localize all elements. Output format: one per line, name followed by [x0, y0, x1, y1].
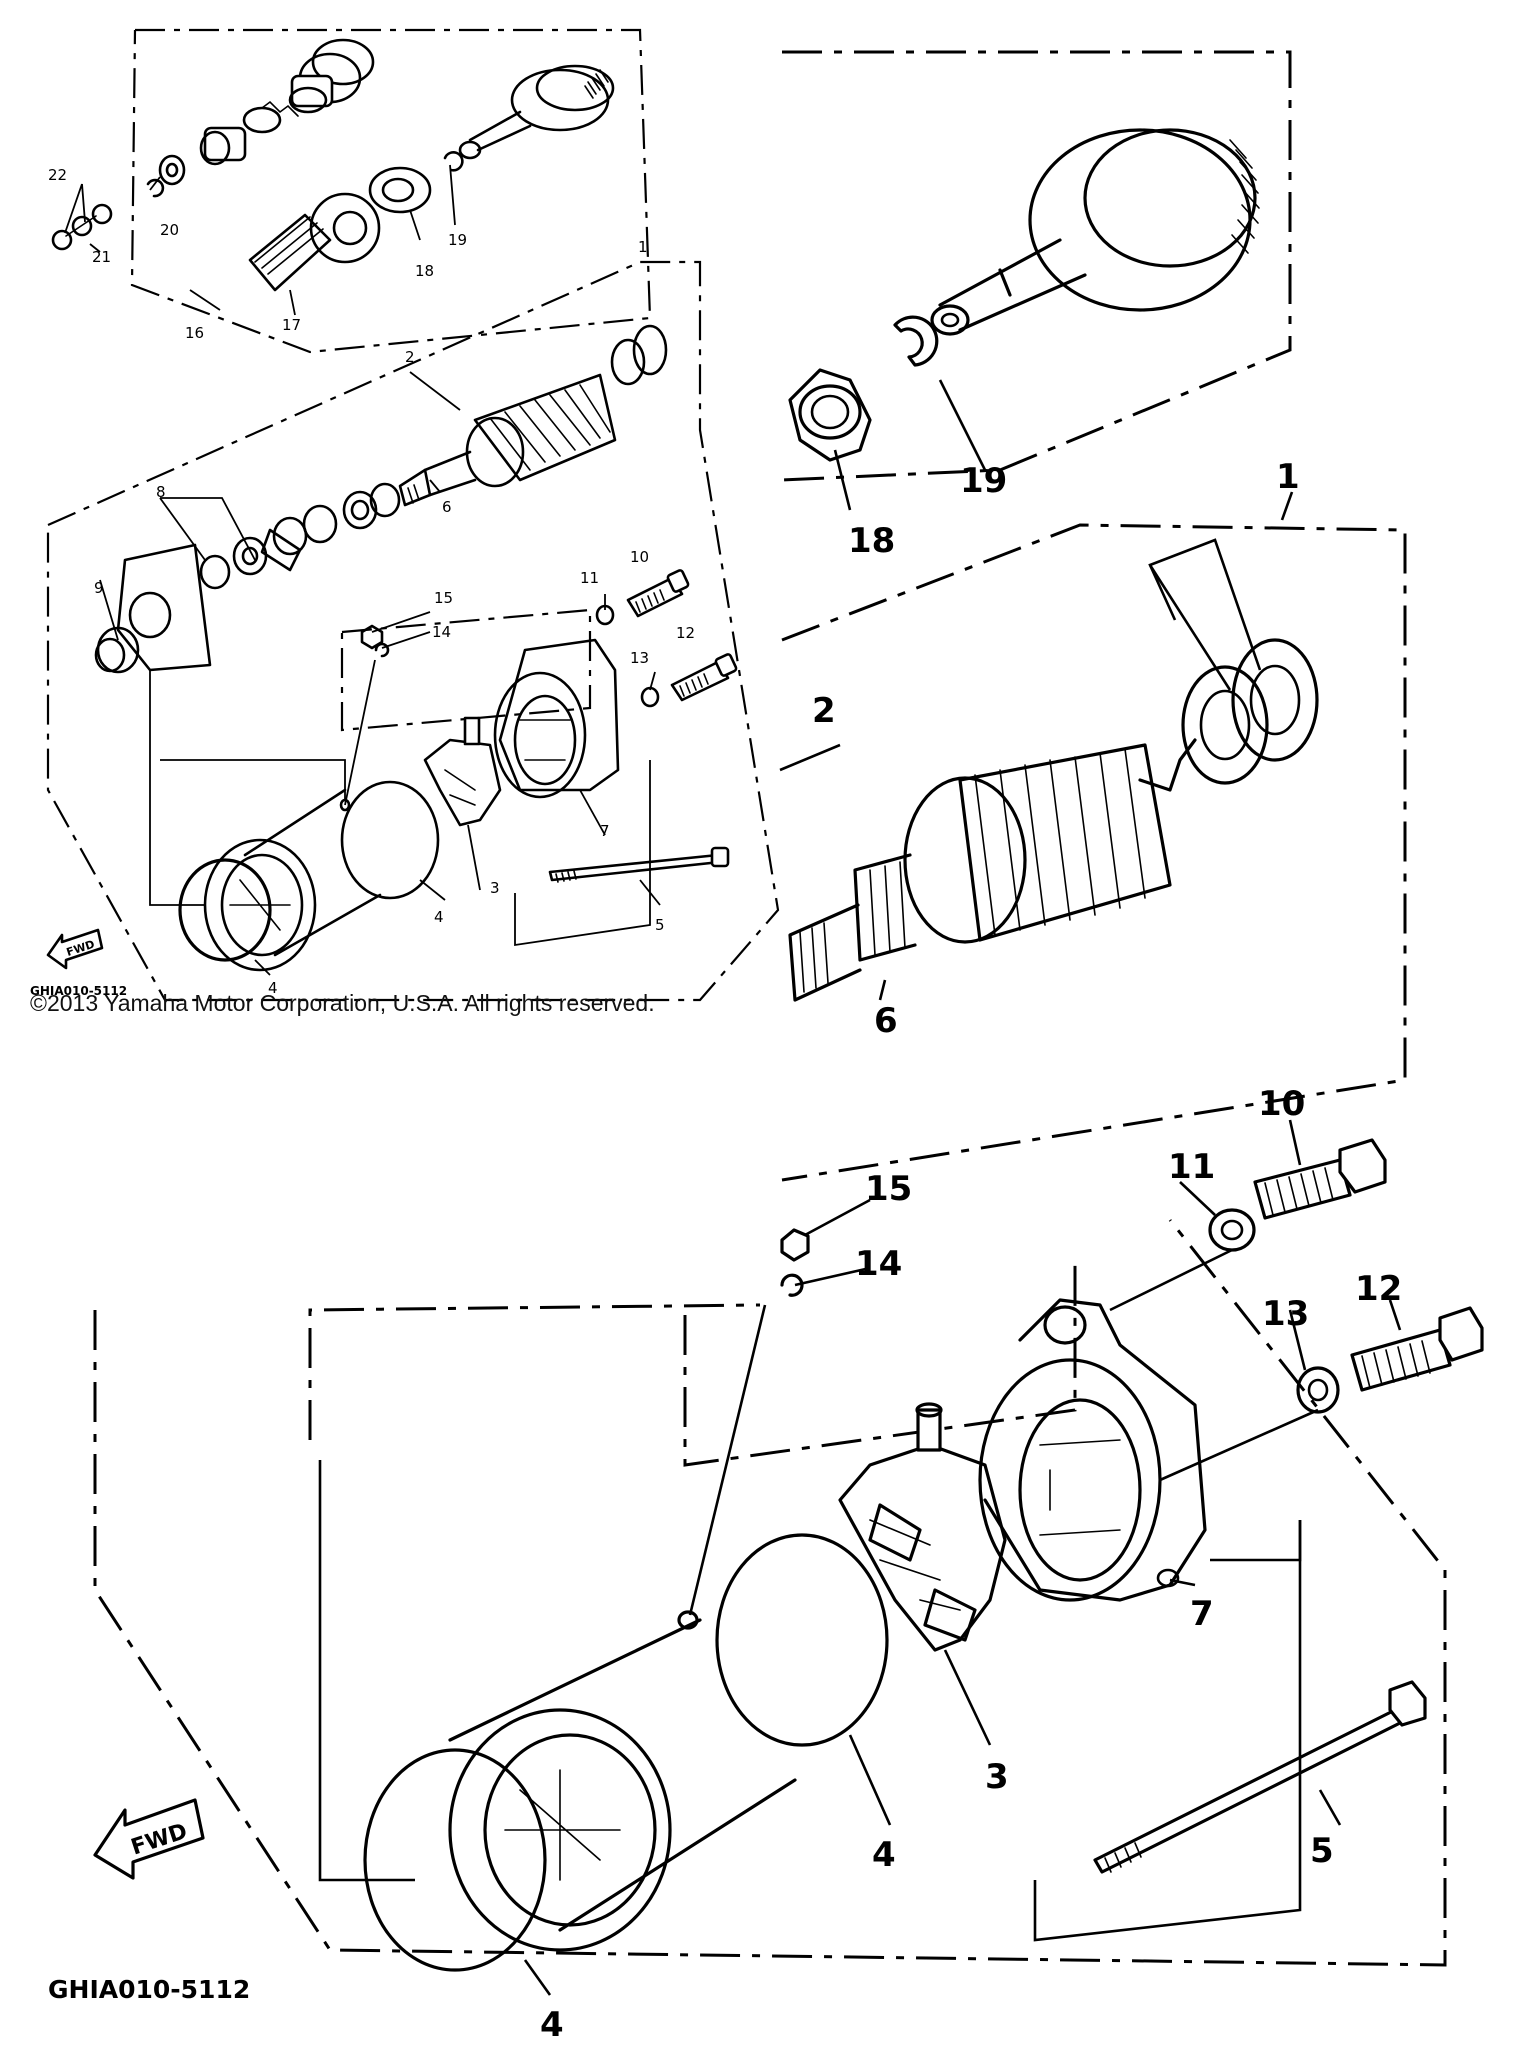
label-11-zoom: 11	[1168, 1147, 1215, 1187]
diagram-code-small: GHIA010-5112	[30, 984, 127, 998]
washer-stack-drawing	[199, 482, 401, 590]
label-9-small: 9	[94, 579, 104, 597]
label-4b-small: 4	[268, 979, 278, 997]
bolt-10-drawing	[1253, 1138, 1387, 1220]
part-labels-small: 22 21 20 16 17 18 19 1 2 6 8 9 15 14 11 …	[48, 166, 695, 997]
label-8-small: 8	[156, 483, 166, 501]
label-6-small: 6	[442, 498, 452, 516]
overrunning-clutch-drawing	[930, 128, 1260, 336]
group-14-15-outline	[340, 608, 592, 732]
copyright-notice: ©2013 Yamaha Motor Corporation, U.S.A. A…	[30, 990, 655, 1016]
label-17-small: 17	[282, 316, 301, 334]
label-6-zoom: 6	[874, 1001, 898, 1041]
label-5-small: 5	[655, 916, 665, 934]
label-1-zoom: 1	[1276, 457, 1300, 497]
leader-lines-small	[64, 164, 661, 976]
label-15-small: 15	[434, 589, 453, 607]
through-bolt-5-drawing	[1033, 1520, 1427, 1942]
label-13-zoom: 13	[1262, 1294, 1309, 1334]
label-19-zoom: 19	[960, 461, 1007, 501]
label-16-small: 16	[185, 324, 204, 342]
zoom-detail-bottom: 10 11 15 14 12 13 7 3 4 5 4 FWD GHIA010-…	[48, 1084, 1484, 2045]
label-12-zoom: 12	[1355, 1269, 1402, 1309]
zoom-top-outline	[308, 1303, 761, 1440]
label-7-zoom: 7	[1190, 1594, 1214, 1634]
label-4b-zoom: 4	[540, 2005, 564, 2045]
yoke-4-drawing	[363, 1533, 889, 1972]
zoom-detail-top: 19 18 1 2 6	[779, 50, 1407, 1182]
group-16-outline	[130, 28, 652, 354]
bolt-12-drawing	[1350, 1306, 1484, 1392]
label-12-small: 12	[676, 624, 695, 642]
label-1-small: 1	[638, 238, 648, 256]
yoke-drawing-small	[178, 780, 440, 972]
stopper-18-drawing	[788, 368, 872, 462]
label-15-zoom: 15	[865, 1169, 912, 1209]
armature-drawing-zoom	[788, 638, 1319, 1002]
label-14-small: 14	[432, 623, 451, 641]
label-13-small: 13	[630, 649, 649, 667]
label-18-zoom: 18	[848, 521, 895, 561]
label-18-small: 18	[415, 262, 434, 280]
brush-holder-drawing-small	[423, 716, 502, 827]
zoom-14-15-outline	[683, 1260, 1077, 1467]
overview-diagram: 22 21 20 16 17 18 19 1 2 6 8 9 15 14 11 …	[30, 28, 780, 1002]
brush-holder-3-drawing	[838, 1402, 1007, 1652]
fwd-arrow-large: FWD	[93, 1798, 205, 1880]
label-4a-small: 4	[434, 908, 444, 926]
diagram-code-large: GHIA010-5112	[48, 1975, 250, 2004]
zoom-group-16-outline	[781, 50, 1292, 482]
label-2-zoom: 2	[812, 691, 836, 731]
label-3-small: 3	[490, 879, 500, 897]
zoom-main-outline	[93, 1219, 1447, 1967]
armature-drawing-small	[398, 324, 668, 507]
through-bolt-drawing-small	[514, 760, 730, 947]
label-2-small: 2	[405, 348, 415, 366]
label-7-small: 7	[600, 822, 610, 840]
label-22-small: 22	[48, 166, 67, 184]
nut-15-clip-14-drawing	[780, 1228, 810, 1297]
label-21-small: 21	[92, 248, 111, 266]
front-cover-drawing	[94, 543, 212, 674]
group-1-outline	[46, 260, 780, 1002]
zoom-group-1-outline	[781, 523, 1407, 1182]
pinion-assembly-drawing	[51, 38, 615, 292]
label-20-small: 20	[160, 221, 179, 239]
leader-lines-zoom	[318, 1119, 1402, 1996]
label-14-zoom: 14	[855, 1244, 902, 1284]
fwd-arrow-small: FWD	[46, 928, 104, 970]
rear-cover-drawing-small	[493, 638, 620, 799]
part-labels-zoom: 10 11 15 14 12 13 7 3 4 5 4	[540, 1084, 1402, 2045]
label-11-small: 11	[580, 569, 599, 587]
circlip-19-drawing	[893, 315, 939, 367]
rear-cover-7-drawing	[978, 1298, 1207, 1602]
label-3-zoom: 3	[985, 1757, 1009, 1797]
bolts-drawing-small	[360, 569, 738, 708]
label-10-small: 10	[630, 548, 649, 566]
label-5-zoom: 5	[1310, 1831, 1334, 1871]
label-19-small: 19	[448, 231, 467, 249]
label-10-zoom: 10	[1258, 1084, 1305, 1124]
label-4a-zoom: 4	[872, 1835, 896, 1875]
